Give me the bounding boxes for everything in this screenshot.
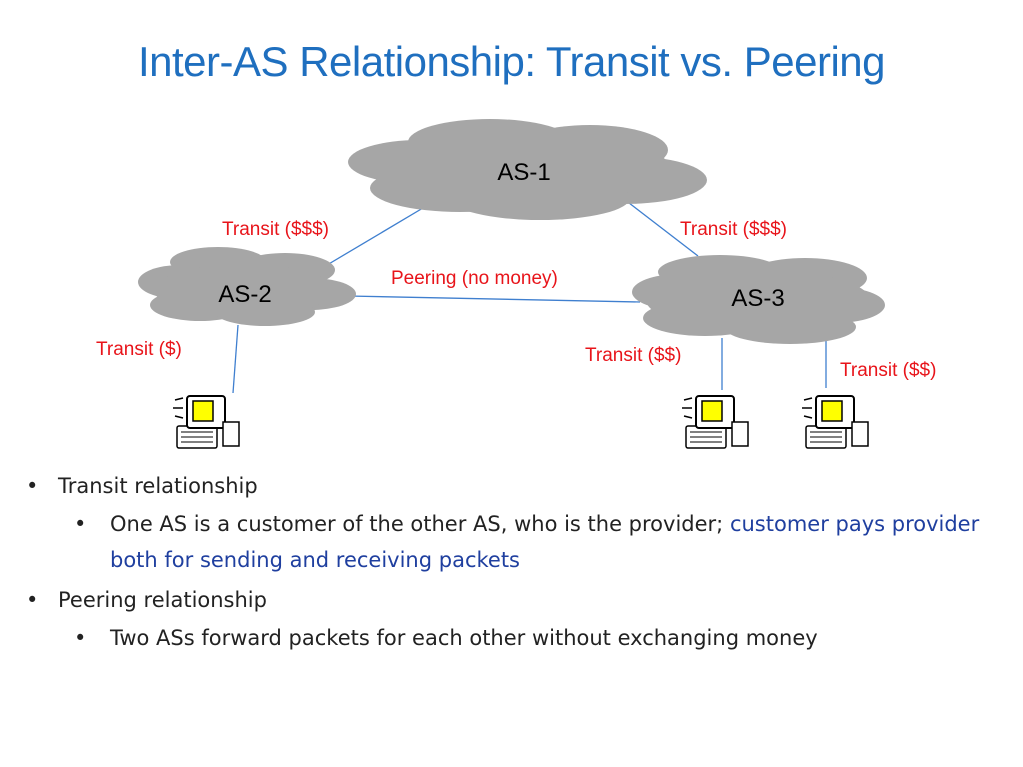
bullet-dot: • [74,512,87,536]
label-as2-host: Transit ($) [96,339,182,360]
link-as1-as2 [321,204,429,269]
as1-label: AS-1 [497,159,550,186]
as3-label: AS-3 [731,285,784,312]
link-as1-as3 [619,195,699,257]
label-as3-host1: Transit ($$) [585,345,681,366]
as3-cloud [632,255,885,344]
computer-icon [172,395,240,449]
slide-title: Inter-AS Relationship: Transit vs. Peeri… [137,38,886,85]
bullet-text: One AS is a customer of the other AS, wh… [110,512,730,536]
label-as1-as3: Transit ($$$) [680,219,787,240]
sub-bullet-peering: • Two ASs forward packets for each other… [20,620,980,656]
bullet-text: Two ASs forward packets for each other w… [110,626,818,650]
sub-bullet-transit: • One AS is a customer of the other AS, … [20,506,980,578]
as1-cloud [348,119,707,220]
bullet-highlight-text: customer pays provider both for sending … [110,512,980,572]
bullet-dot: • [74,626,87,650]
link-as2-as3 [347,295,641,303]
label-peering: Peering (no money) [391,268,558,289]
link-as2-host [232,324,239,394]
bullet-text: Transit relationship [58,474,258,498]
bullet-dot: • [26,474,39,498]
computer-icon [681,395,749,449]
as2-label: AS-2 [218,281,271,308]
label-as3-host2: Transit ($$) [840,360,936,381]
bullet-transit: • Transit relationship [20,468,980,504]
computer-icon [801,395,869,449]
bullet-list: • Transit relationship • One AS is a cus… [20,468,980,660]
bullet-peering: • Peering relationship [20,582,980,618]
as2-cloud [138,247,356,326]
bullet-text: Peering relationship [58,588,267,612]
label-as1-as2: Transit ($$$) [222,219,329,240]
bullet-dot: • [26,588,39,612]
